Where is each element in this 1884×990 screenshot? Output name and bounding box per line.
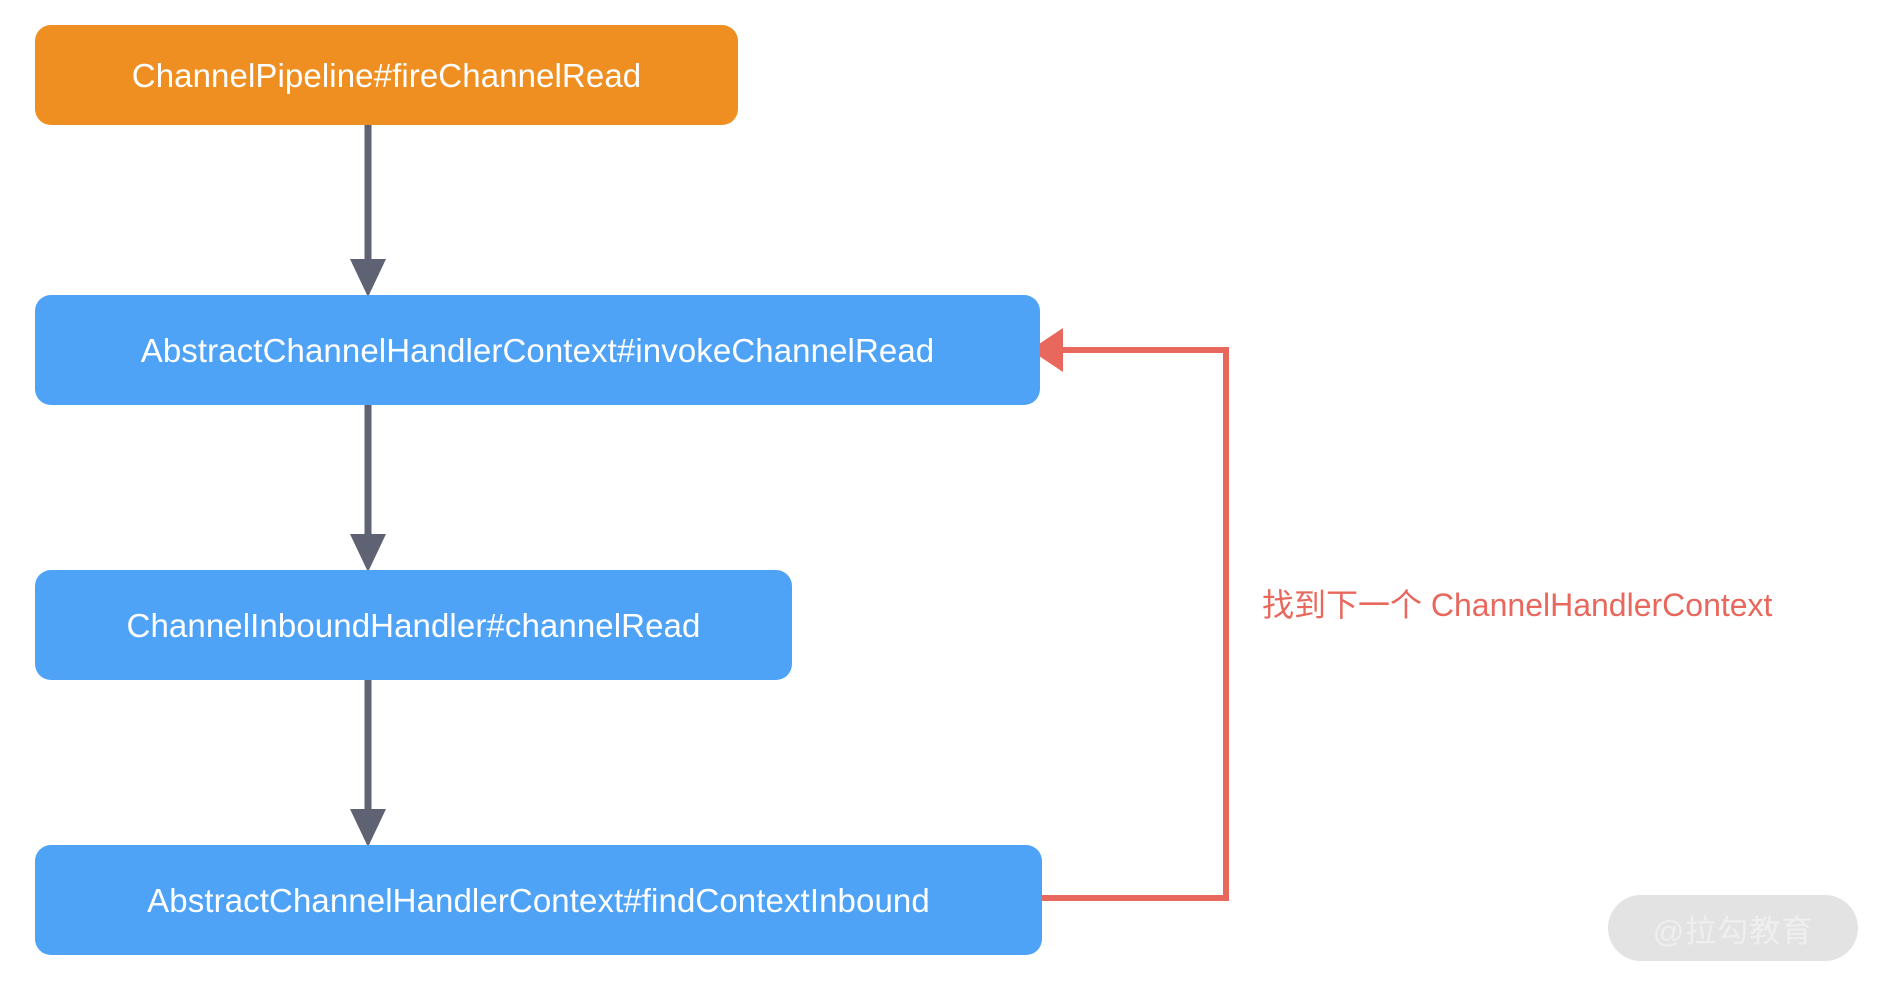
flow-node-channel-read[interactable]: ChannelInboundHandler#channelRead — [35, 570, 792, 680]
flow-node-invoke-channel-read[interactable]: AbstractChannelHandlerContext#invokeChan… — [35, 295, 1040, 405]
flow-node-label: AbstractChannelHandlerContext#findContex… — [147, 881, 930, 919]
loop-edge-annotation: 找到下一个 ChannelHandlerContext — [1262, 587, 1773, 623]
watermark-label: @拉勾教育 — [1652, 913, 1814, 949]
flow-node-find-context-inbound[interactable]: AbstractChannelHandlerContext#findContex… — [35, 845, 1042, 955]
flow-node-fire-channel-read[interactable]: ChannelPipeline#fireChannelRead — [35, 25, 738, 125]
flow-arrow-3 — [350, 680, 386, 847]
flow-node-label: ChannelInboundHandler#channelRead — [126, 606, 701, 644]
flow-node-label: ChannelPipeline#fireChannelRead — [131, 56, 642, 94]
flow-arrow-1 — [350, 125, 386, 297]
watermark-badge: @拉勾教育 — [1608, 895, 1858, 961]
loop-arrow — [1030, 328, 1229, 901]
flow-node-label: AbstractChannelHandlerContext#invokeChan… — [140, 331, 935, 369]
flow-arrow-2 — [350, 405, 386, 572]
